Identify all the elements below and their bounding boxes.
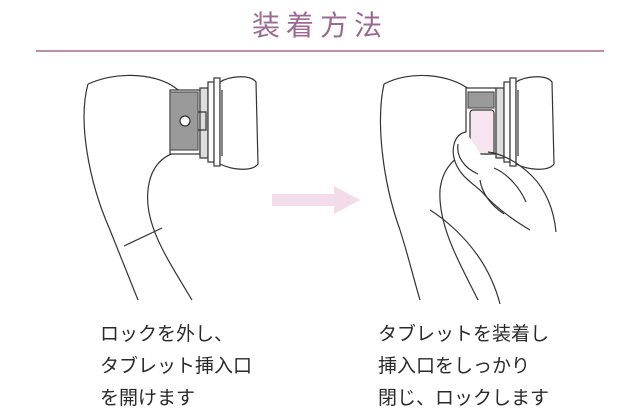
arrow-right-icon [272,186,360,214]
step-2-line-2: 挿入口をしっかり [378,355,531,377]
step-2-line-3: 閉じ、ロックします [378,387,550,409]
step-1-line-2: タブレット挿入口 [100,355,253,377]
page-title: 装着方法 [251,9,388,42]
step-2-caption: タブレットを装着し 挿入口をしっかり 閉じ、ロックします [378,318,549,414]
title-divider [36,50,604,52]
showerhead-open-illustration [83,74,259,301]
step-1-line-3: を開けます [100,387,196,409]
step-1-caption: ロックを外し、 タブレット挿入口 を開けます [100,318,252,414]
showerhead-tablet-hand-illustration [379,74,557,305]
step-1-line-1: ロックを外し、 [100,323,234,345]
step-2-line-1: タブレットを装着し [378,323,550,345]
